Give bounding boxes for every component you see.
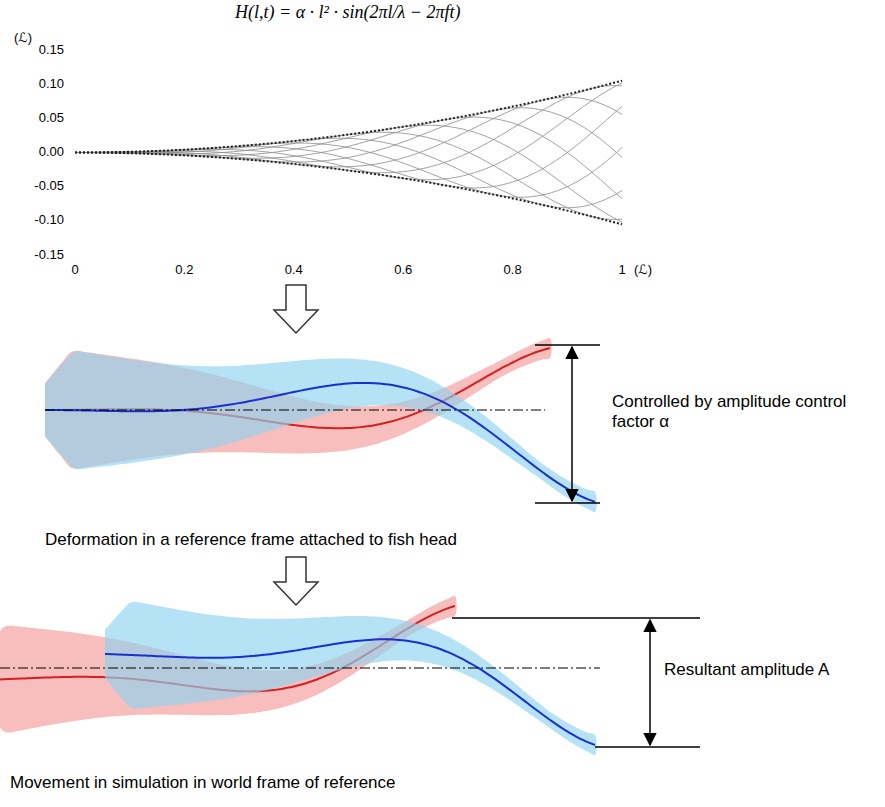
- fish-body: [105, 602, 597, 756]
- tick-label: 0.00: [39, 145, 64, 160]
- envelope-curve: [75, 81, 622, 153]
- fish-body: [45, 351, 597, 512]
- axis-unit: (ℒ): [634, 263, 652, 278]
- tick-label: 0.10: [39, 77, 64, 92]
- bracket-line: [595, 746, 700, 748]
- flow-arrow: [274, 285, 318, 333]
- wave-curve: [75, 132, 622, 219]
- center-line: [0, 667, 600, 668]
- wave-curve: [75, 125, 622, 222]
- fish-midline: [45, 383, 595, 502]
- fish-world-frame: [0, 596, 597, 755]
- tick-label: 0.4: [285, 263, 303, 278]
- panel-caption: Deformation in a reference frame attache…: [45, 530, 457, 550]
- tick-label: 1: [618, 263, 625, 278]
- axis-unit: (ℒ): [14, 31, 32, 46]
- wave-curve: [75, 83, 622, 180]
- amplitude-arrow: [571, 347, 573, 501]
- tick-label: -0.05: [34, 179, 64, 194]
- wave-curve: [75, 138, 622, 208]
- tick-label: 0.15: [39, 43, 64, 58]
- tick-label: 0.8: [504, 263, 522, 278]
- tick-label: -0.15: [34, 248, 64, 263]
- bracket-line: [535, 502, 600, 504]
- annotation: Controlled by amplitude control factor α: [612, 392, 852, 431]
- bracket-line: [535, 344, 600, 346]
- wave-curve: [75, 97, 622, 167]
- wave-chart: [75, 81, 622, 225]
- flow-arrow: [274, 557, 318, 605]
- wave-curve: [75, 86, 622, 173]
- envelope-curve: [75, 153, 622, 225]
- tick-label: 0.6: [394, 263, 412, 278]
- tick-label: -0.10: [34, 213, 64, 228]
- annotation: Resultant amplitude A: [664, 660, 829, 680]
- equation: H(l,t) = α · l² · sin(2πl/λ − 2πft): [235, 2, 460, 23]
- amplitude-arrow: [649, 620, 651, 745]
- tick-label: 0.2: [175, 263, 193, 278]
- fish-midline: [105, 639, 595, 745]
- wave-curve: [75, 108, 622, 162]
- tick-label: 0: [71, 263, 78, 278]
- fish-head-frame: [45, 338, 597, 512]
- panel-caption: Movement in simulation in world frame of…: [10, 773, 396, 793]
- bracket-line: [452, 617, 700, 619]
- center-line: [45, 409, 545, 410]
- tick-label: 0.05: [39, 111, 64, 126]
